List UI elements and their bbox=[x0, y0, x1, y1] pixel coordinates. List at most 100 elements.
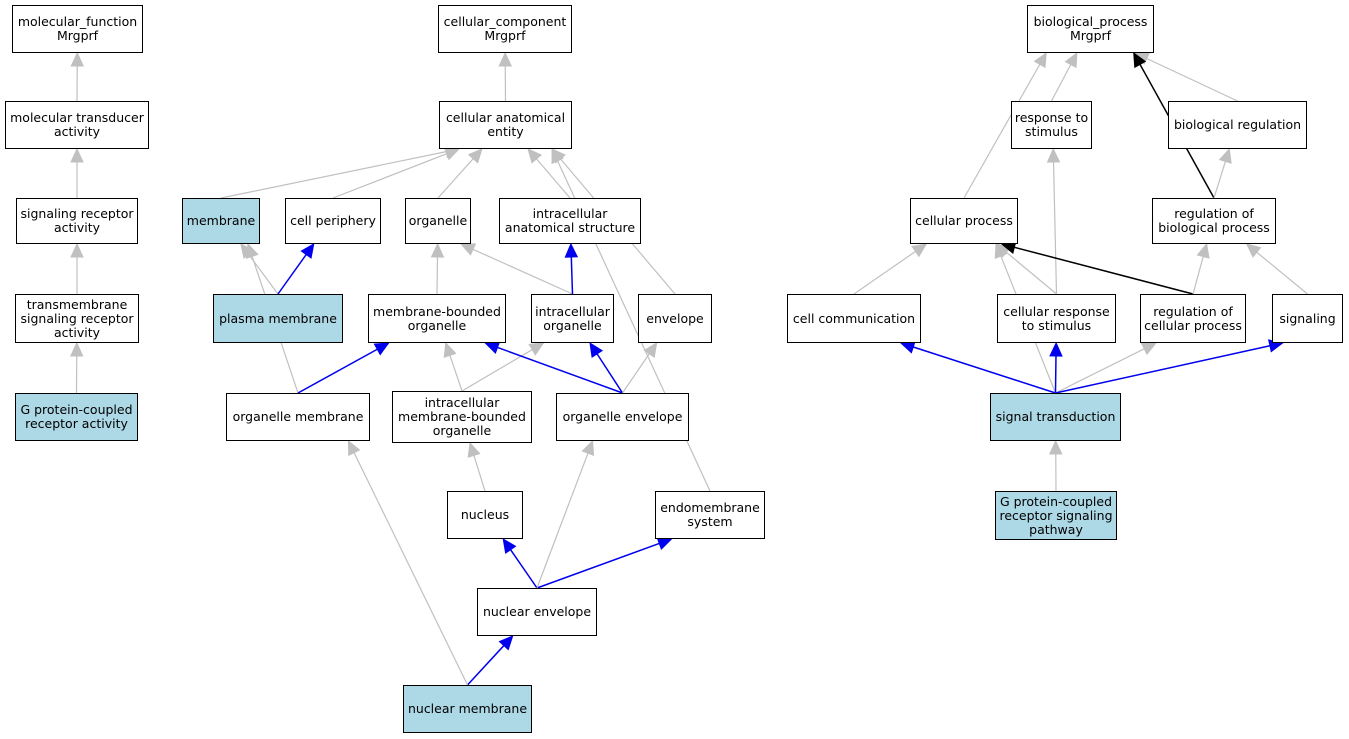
arrowhead-oe-to-io bbox=[589, 341, 604, 359]
arrowhead-om-to-mbo bbox=[373, 342, 390, 356]
arrowhead-gpcrsp-to-st bbox=[1048, 439, 1063, 455]
arrowhead-io-to-organelle bbox=[460, 243, 477, 256]
arrowhead-endo-to-cae bbox=[551, 147, 564, 165]
edge-rbp-to-breg bbox=[1213, 161, 1226, 199]
arrowhead-rbp-to-breg bbox=[1218, 147, 1232, 164]
arrowhead-ne-to-endo bbox=[656, 537, 673, 550]
edge-rts-to-bp bbox=[1050, 64, 1072, 102]
edge-crs-to-rts bbox=[1052, 161, 1058, 295]
term-node-om: organelle membrane bbox=[226, 393, 370, 441]
arrowhead-st-to-cellcomm bbox=[899, 340, 916, 354]
term-node-rbp: regulation of biological process bbox=[1152, 198, 1276, 244]
term-node-io: intracellular organelle bbox=[531, 294, 614, 343]
term-node-endo: endomembrane system bbox=[655, 491, 765, 539]
edge-ne-to-nucleus bbox=[509, 549, 538, 589]
edge-io-to-ias bbox=[570, 256, 574, 295]
arrowhead-st-to-cp bbox=[994, 242, 1008, 260]
term-node-cellcomm: cell communication bbox=[787, 294, 921, 343]
term-node-cellper: cell periphery bbox=[285, 198, 381, 244]
arrowhead-plasma-to-cellper bbox=[300, 243, 315, 259]
term-node-rcp: regulation of cellular process bbox=[1140, 294, 1246, 343]
arrowhead-mta-to-mf bbox=[70, 51, 85, 67]
term-node-plasma: plasma membrane bbox=[213, 294, 343, 343]
edge-nm-to-ne bbox=[466, 645, 505, 686]
edge-ne-to-oe bbox=[536, 452, 589, 589]
arrowhead-mbo-to-organelle bbox=[430, 242, 445, 258]
edge-om-to-mbo bbox=[297, 348, 378, 394]
edge-cp-to-bp bbox=[963, 64, 1041, 199]
term-node-cp: cellular process bbox=[910, 198, 1018, 244]
arrowhead-rcp-to-rbp bbox=[1196, 242, 1210, 259]
arrowhead-rts-to-bp bbox=[1064, 51, 1078, 69]
arrowhead-signaling-to-rbp bbox=[1245, 243, 1262, 258]
edge-imbo-to-mbo bbox=[449, 355, 463, 392]
edge-organelle-to-cae bbox=[437, 158, 474, 199]
arrowhead-nucleus-to-imbo bbox=[467, 441, 481, 458]
edge-rcp-to-cp bbox=[1014, 246, 1194, 295]
edge-oe-to-envelope bbox=[622, 353, 650, 394]
arrowhead-imbo-to-mbo bbox=[443, 341, 457, 358]
edge-io-to-organelle bbox=[472, 248, 573, 295]
term-node-organelle: organelle bbox=[405, 198, 471, 244]
term-node-signaling: signaling bbox=[1272, 294, 1343, 343]
arrowhead-imbo-to-io bbox=[528, 342, 545, 356]
arrowhead-oe-to-mbo bbox=[484, 341, 501, 354]
arrowhead-organelle-to-cae bbox=[467, 148, 483, 164]
edge-nm-to-om bbox=[353, 452, 469, 686]
term-node-oe: organelle envelope bbox=[556, 393, 689, 441]
arrowhead-sra-to-mta bbox=[70, 147, 84, 163]
edge-breg-to-bp bbox=[1146, 57, 1238, 102]
edge-membrane-to-cae bbox=[220, 151, 447, 199]
arrowhead-rbp-to-bp bbox=[1133, 51, 1147, 69]
arrowhead-cp-to-bp bbox=[1033, 51, 1047, 69]
edge-rcp-to-rbp bbox=[1192, 256, 1204, 295]
arrowhead-nm-to-ne bbox=[498, 635, 514, 651]
term-node-sra: signaling receptor activity bbox=[16, 198, 138, 244]
edge-st-to-cellcomm bbox=[913, 346, 1056, 394]
edge-cellcomm-to-cp bbox=[853, 250, 916, 295]
arrowhead-crs-to-rts bbox=[1046, 147, 1061, 163]
arrowhead-ne-to-nucleus bbox=[502, 538, 517, 554]
term-node-cc: cellular_component Mrgprf bbox=[438, 5, 572, 53]
arrowhead-io-to-ias bbox=[564, 242, 579, 258]
arrowhead-cae-to-cc bbox=[498, 51, 513, 67]
arrowhead-cellcomm-to-cp bbox=[911, 243, 928, 258]
term-node-membrane: membrane bbox=[182, 198, 260, 244]
term-node-ias: intracellular anatomical structure bbox=[499, 198, 641, 244]
arrowhead-oe-to-envelope bbox=[643, 342, 658, 358]
term-node-bp: biological_process Mrgprf bbox=[1027, 5, 1154, 53]
arrowhead-ne-to-oe bbox=[581, 439, 595, 457]
term-node-nucleus: nucleus bbox=[447, 491, 523, 539]
term-node-nm: nuclear membrane bbox=[403, 685, 532, 733]
arrowhead-st-to-crs bbox=[1049, 341, 1063, 357]
term-node-st: signal transduction bbox=[990, 393, 1121, 441]
edge-nucleus-to-imbo bbox=[473, 455, 486, 492]
term-node-ne: nuclear envelope bbox=[477, 588, 597, 636]
arrowhead-st-to-rcp bbox=[1140, 342, 1157, 356]
edge-oe-to-io bbox=[596, 353, 624, 394]
arrowhead-cellper-to-cae bbox=[443, 147, 461, 161]
term-node-breg: biological regulation bbox=[1168, 101, 1307, 149]
term-node-crs: cellular response to stimulus bbox=[997, 294, 1116, 343]
term-node-gpcra: G protein-coupled receptor activity bbox=[15, 393, 138, 441]
edge-ias-to-cae bbox=[536, 158, 571, 199]
edge-cellper-to-cae bbox=[332, 153, 448, 199]
term-node-envelope: envelope bbox=[638, 294, 712, 343]
term-node-mf: molecular_function Mrgprf bbox=[12, 5, 143, 53]
edge-ne-to-endo bbox=[536, 542, 660, 589]
term-node-rts: response to stimulus bbox=[1011, 101, 1092, 149]
edge-crs-to-cp bbox=[1005, 251, 1057, 295]
edge-plasma-to-cellper bbox=[277, 254, 307, 295]
term-node-tsra: transmembrane signaling receptor activit… bbox=[15, 294, 139, 343]
arrowhead-nm-to-om bbox=[347, 439, 361, 457]
arrowhead-ias-to-cae bbox=[527, 148, 543, 164]
edge-st-to-signaling bbox=[1055, 345, 1271, 394]
term-node-mta: molecular transducer activity bbox=[5, 101, 149, 149]
term-node-mbo: membrane-bounded organelle bbox=[368, 294, 506, 343]
term-node-imbo: intracellular membrane-bounded organelle bbox=[392, 391, 532, 443]
arrowhead-om-to-membrane bbox=[245, 242, 259, 259]
edge-st-to-rcp bbox=[1055, 348, 1145, 394]
term-node-gpcrsp: G protein-coupled receptor signaling pat… bbox=[995, 491, 1117, 540]
